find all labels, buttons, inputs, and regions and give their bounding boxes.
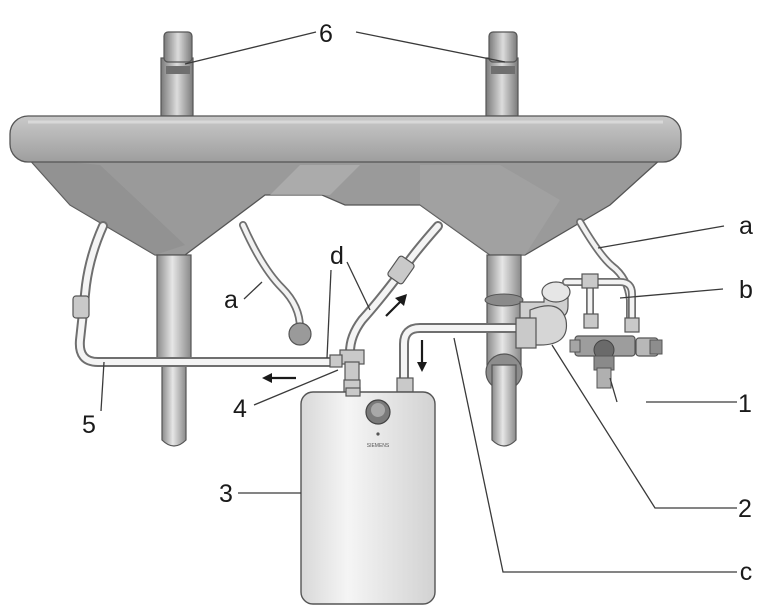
labels: 6 a b 1 2 c a 3 5 4 d [82,20,753,586]
arrow-left-icon [262,373,296,383]
left-hose-a [239,221,312,346]
cold-water-pipe-c [396,323,535,393]
label-a-right: a [739,212,753,240]
tee-b [562,273,640,333]
heater-brand-text: SIEMENS [367,443,390,449]
label-5: 5 [82,411,96,439]
label-2: 2 [738,495,752,523]
left-drain-pipe [156,254,192,447]
label-1: 1 [738,390,752,418]
double-sink [9,115,682,256]
water-heater-3: SIEMENS [300,387,436,605]
tee-connector-4 [329,349,365,393]
hot-water-pipe-d [345,221,443,357]
outlet-pipe-5 [72,221,341,367]
arrow-down-icon [417,340,427,372]
label-b: b [739,276,753,304]
left-faucet [160,31,194,117]
leader-lines [100,31,737,573]
label-3: 3 [219,480,233,508]
right-faucet [485,31,519,117]
label-4: 4 [233,395,247,423]
label-c: c [740,558,753,586]
elbow-fitting-2 [515,281,571,349]
label-d: d [330,242,344,270]
label-6: 6 [319,20,333,48]
label-a-left: a [224,286,238,314]
safety-valve-1 [569,335,663,389]
arrow-up-right-icon [385,294,407,317]
right-drain-pipe [484,254,524,447]
